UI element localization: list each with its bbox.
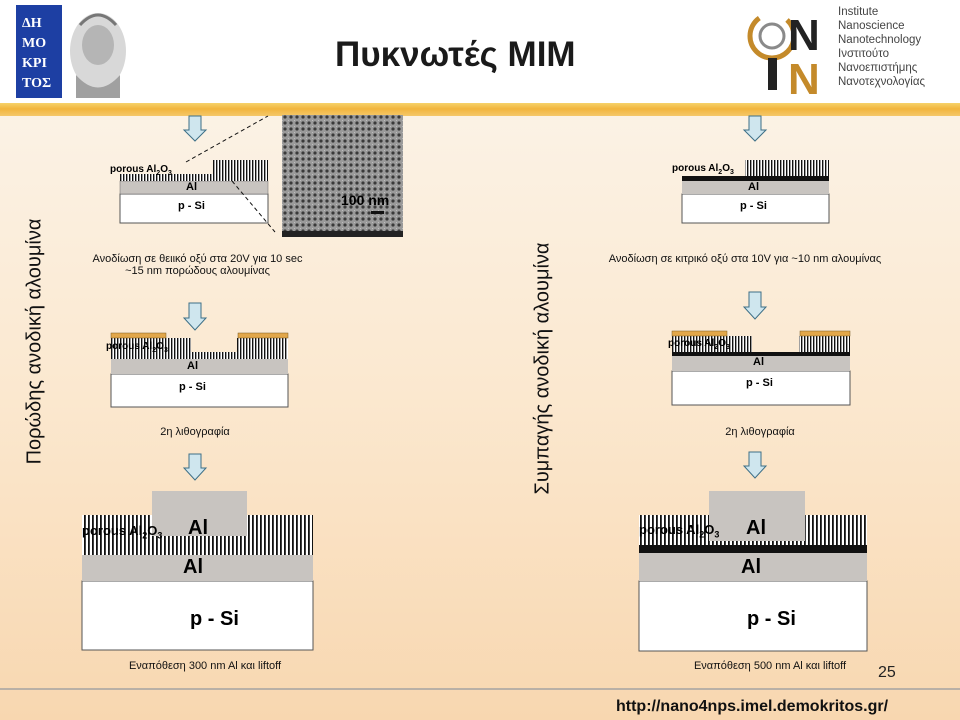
top-al-label: Al — [188, 517, 208, 539]
al-label: Al — [753, 356, 764, 368]
left-step2-caption: 2η λιθογραφία — [160, 426, 230, 438]
svg-text:ΜΟ: ΜΟ — [22, 36, 46, 51]
porous-text: porous Al — [672, 163, 719, 174]
right-step2-stack — [671, 330, 851, 406]
porous-label: porous Al2O3 — [110, 164, 172, 177]
al-label: Al — [186, 181, 197, 193]
institute-line: Nanoscience — [838, 20, 905, 32]
right-step3-stack — [638, 491, 868, 652]
down-arrow-icon — [742, 451, 768, 479]
si-label: p - Si — [746, 377, 773, 389]
porous-text: porous Al — [110, 164, 157, 175]
caption-line: Ανοδίωση σε θειικό οξύ στα 20V για 10 se… — [92, 253, 303, 265]
footer-url-link[interactable]: http://nano4nps.imel.demokritos.gr/ — [616, 698, 889, 715]
left-step1-stack — [119, 115, 276, 233]
institute-line: Ινστιτούτο — [838, 48, 889, 60]
porous-text: porous Al — [82, 523, 143, 538]
caption-line: ~15 nm πορώδους αλουμίνας — [125, 265, 270, 277]
porous-label: porous Al2O3 — [82, 523, 163, 541]
scale-bar — [371, 211, 384, 214]
footer-divider — [0, 688, 960, 690]
sem-micrograph — [282, 115, 403, 237]
header-divider — [0, 103, 960, 116]
compact-alumina-layer — [682, 176, 829, 181]
al-label: Al — [187, 360, 198, 372]
right-step3-caption: Εναπόθεση 500 nm Al και liftoff — [693, 660, 847, 672]
svg-text:ΔΗ: ΔΗ — [22, 16, 42, 31]
institute-line: Νανοτεχνολογίας — [838, 76, 926, 88]
photoresist — [237, 332, 289, 339]
svg-text:ΚΡΙ: ΚΡΙ — [22, 56, 47, 71]
left-step3-stack — [81, 491, 314, 651]
down-arrow-icon — [182, 115, 208, 142]
down-arrow-icon — [182, 302, 208, 331]
si-label: p - Si — [179, 381, 206, 393]
demokritos-logo: ΔΗ ΜΟ ΚΡΙ ΤΟΣ — [16, 5, 130, 98]
left-step2-stack — [110, 332, 289, 408]
svg-text:N: N — [788, 55, 820, 100]
right-step2-caption: 2η λιθογραφία — [725, 426, 795, 438]
svg-text:N: N — [788, 11, 820, 60]
top-electrode — [152, 491, 247, 536]
header-band — [0, 0, 960, 104]
top-electrode — [709, 491, 805, 541]
porous-text: porous Al — [668, 338, 715, 349]
al-label: Al — [741, 556, 761, 578]
right-step1-caption: Ανοδίωση σε κιτρικό οξύ στα 10V για ~10 … — [608, 253, 882, 265]
left-step3-caption: Εναπόθεση 300 nm Al και liftoff — [128, 660, 282, 672]
down-arrow-icon — [742, 115, 768, 142]
page-title: Πυκνωτές MIM — [335, 35, 576, 74]
down-arrow-icon — [742, 291, 768, 320]
si-label: p - Si — [740, 200, 767, 212]
porous-text: porous Al — [639, 522, 700, 537]
top-al-label: Al — [746, 517, 766, 539]
porous-label: porous Al2O3 — [672, 163, 734, 176]
si-label: p - Si — [190, 608, 239, 630]
svg-text:ΤΟΣ: ΤΟΣ — [22, 76, 51, 91]
right-step1-stack — [681, 160, 830, 224]
left-step1-caption: Ανοδίωση σε θειικό οξύ στα 20V για 10 se… — [60, 253, 335, 277]
al-label: Al — [183, 556, 203, 578]
institute-line: Νανοεπιστήμης — [838, 62, 918, 74]
institute-line: Nanotechnology — [838, 34, 922, 46]
al-label: Al — [748, 181, 759, 193]
institute-name: Institute Nanoscience Nanotechnology Ινσ… — [838, 5, 925, 89]
si-layer — [119, 193, 269, 224]
photoresist — [110, 332, 167, 339]
si-label: p - Si — [747, 608, 796, 630]
sem-scale-label: 100 nm — [341, 192, 390, 208]
down-arrow-icon — [182, 453, 208, 481]
porous-label: porous Al2O3 — [106, 341, 168, 354]
porous-label: porous Al2O3 — [668, 338, 730, 351]
porous-alumina-layer — [213, 160, 268, 181]
page-number: 25 — [878, 664, 896, 681]
institute-line: Institute — [838, 6, 879, 18]
porous-label: porous Al2O3 — [639, 522, 720, 540]
porous-text: porous Al — [106, 341, 153, 352]
si-label: p - Si — [178, 200, 205, 212]
nin-logo: N N — [747, 11, 820, 100]
